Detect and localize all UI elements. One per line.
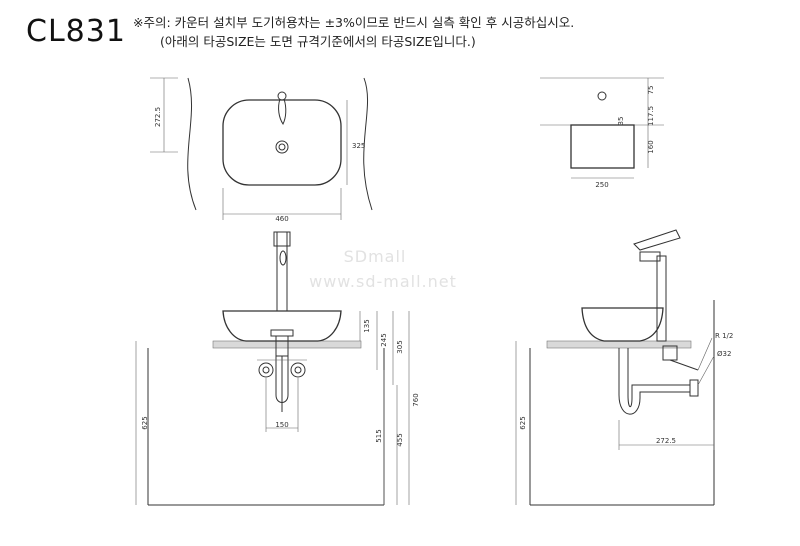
side-dim-r12: R 1/2 (715, 332, 733, 340)
side-dim-272-5: 272.5 (656, 437, 676, 445)
caution-note: ※주의: 카운터 설치부 도기허용차는 ±3%이므로 반드시 실측 확인 후 시… (133, 15, 575, 30)
top-dim-width: 460 (275, 215, 288, 223)
side-dim-625: 625 (519, 416, 527, 429)
top-view: 272.5 325 460 (150, 77, 373, 223)
watermark-url: www.sd-mall.net (309, 272, 457, 291)
top-dim-height: 325 (352, 142, 365, 150)
side-view: R 1/2 Ø32 625 272.5 (515, 229, 733, 506)
front-counter (212, 340, 362, 349)
front-dim-625: 625 (141, 416, 149, 429)
side-counter (546, 340, 692, 349)
cutout-note: (아래의 타공SIZE는 도면 규격기준에서의 타공SIZE입니다.) (160, 34, 476, 49)
small-dim-117-5: 117.5 (647, 106, 655, 126)
front-view: 150 135 245 305 760 515 455 625 (135, 231, 420, 506)
front-dim-245: 245 (380, 333, 388, 346)
top-dim-depth: 272.5 (154, 107, 162, 127)
front-dim-305: 305 (396, 340, 404, 353)
watermark-brand: SDmall (344, 247, 407, 266)
small-dim-75: 75 (647, 86, 655, 95)
front-dim-455: 455 (396, 433, 404, 446)
small-dim-250: 250 (595, 181, 608, 189)
front-dim-760: 760 (412, 393, 420, 406)
small-side-view: 75 117.5 35 160 250 (540, 77, 664, 189)
front-dim-515: 515 (375, 429, 383, 442)
small-dim-160: 160 (647, 140, 655, 153)
front-dim-135: 135 (363, 319, 371, 332)
model-number: CL831 (26, 14, 126, 49)
side-dim-d32: Ø32 (717, 350, 731, 358)
small-dim-35: 35 (617, 117, 625, 126)
front-dim-150: 150 (275, 421, 288, 429)
